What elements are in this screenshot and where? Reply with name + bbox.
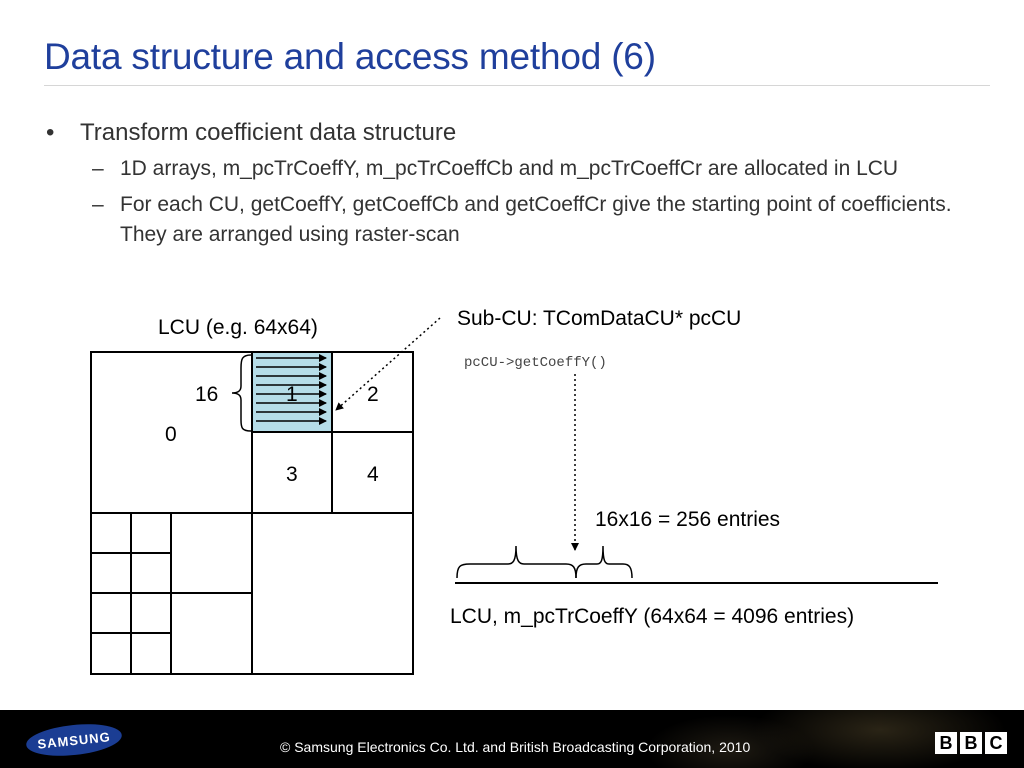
- subcu-pointer-arrow: [335, 317, 441, 411]
- code-call: pcCU->getCoeffY(): [464, 355, 607, 371]
- copyright-notice: © Samsung Electronics Co. Ltd. and Briti…: [280, 739, 751, 755]
- samsung-logo: SAMSUNG: [24, 720, 124, 760]
- bullet-main: • Transform coefficient data structure: [46, 118, 986, 148]
- subcu-1-highlight: [251, 351, 333, 433]
- region-0-label: 0: [165, 423, 177, 446]
- array-brace-left: [456, 545, 577, 579]
- lcu-grid: [90, 351, 414, 675]
- bullet-sub-2: – For each CU, getCoeffY, getCoeffCb and…: [46, 190, 975, 250]
- bullet-list: • Transform coefficient data structure –…: [46, 118, 986, 250]
- footer-bar: SAMSUNG © Samsung Electronics Co. Ltd. a…: [0, 710, 1024, 768]
- cell-1-label: 1: [286, 383, 298, 406]
- bullet-marker: •: [46, 119, 55, 146]
- bullet-sub-1-text: 1D arrays, m_pcTrCoeffY, m_pcTrCoeffCb a…: [120, 157, 899, 180]
- lcu-label: LCU (e.g. 64x64): [158, 316, 318, 339]
- bbc-logo: B B C: [935, 732, 1007, 754]
- sub-bullet-marker: –: [92, 157, 104, 180]
- bullet-sub-2-text: For each CU, getCoeffY, getCoeffCb and g…: [120, 193, 952, 246]
- entries-label: 16x16 = 256 entries: [595, 508, 780, 531]
- size-brace: [231, 354, 252, 432]
- bbc-logo-letter: B: [960, 732, 982, 754]
- size-16-label: 16: [195, 383, 218, 406]
- array-brace-right: [575, 545, 633, 579]
- array-label: LCU, m_pcTrCoeffY (64x64 = 4096 entries): [450, 605, 854, 628]
- subcu-label: Sub-CU: TComDataCU* pcCU: [457, 307, 741, 330]
- lcu-diagram: LCU (e.g. 64x64) Sub-CU: TComDataCU* pcC…: [90, 307, 938, 675]
- bbc-logo-letter: C: [985, 732, 1007, 754]
- cell-4-label: 4: [367, 463, 379, 486]
- bullet-sub-1: – 1D arrays, m_pcTrCoeffY, m_pcTrCoeffCb…: [46, 154, 975, 184]
- bbc-logo-letter: B: [935, 732, 957, 754]
- title-divider: [44, 85, 990, 86]
- slide-title: Data structure and access method (6): [44, 36, 656, 77]
- samsung-logo-text: SAMSUNG: [36, 728, 112, 752]
- raster-scan-arrows: [256, 354, 327, 425]
- bullet-main-text: Transform coefficient data structure: [80, 119, 457, 146]
- sub-bullet-marker: –: [92, 193, 104, 216]
- cell-3-label: 3: [286, 463, 298, 486]
- cell-2-label: 2: [367, 383, 379, 406]
